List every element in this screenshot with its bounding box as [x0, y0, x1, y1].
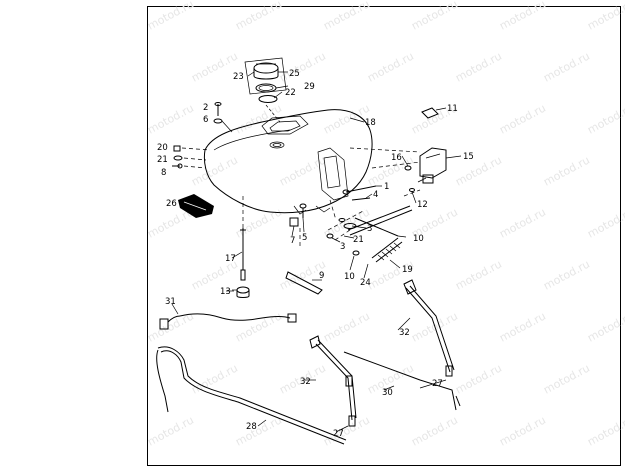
tank-strap [285, 271, 323, 295]
watermark-text: motod.ru [145, 101, 196, 136]
callout-10a: 10 [413, 234, 424, 244]
watermark-text: motod.ru [145, 413, 196, 448]
callout-27b: 27 [432, 379, 443, 389]
watermark-text: motod.ru [321, 413, 372, 448]
fuel-hoses [309, 279, 461, 427]
callout-3b: 3 [340, 242, 345, 252]
callout-21a: 21 [157, 155, 168, 165]
watermark-text: motod.ru [453, 361, 504, 396]
watermark-text: motod.ru [409, 413, 460, 448]
watermark-text: motod.ru [541, 49, 592, 84]
callout-26: 26 [166, 199, 177, 209]
watermark-text: motod.ru [233, 413, 284, 448]
watermark-text: motod.ru [585, 205, 625, 240]
watermark-text: motod.ru [585, 413, 625, 448]
callout-8: 8 [161, 168, 166, 178]
watermark-text: motod.ru [453, 153, 504, 188]
leader-lines [171, 71, 462, 433]
bracket [421, 107, 439, 119]
watermark-text: motod.ru [365, 49, 416, 84]
callout-30: 30 [382, 388, 393, 398]
mounting-bolts-left [172, 102, 233, 169]
watermark-text: motod.ru [409, 0, 460, 33]
callout-32a: 32 [300, 377, 311, 387]
watermark-text: motod.ru [365, 257, 416, 292]
watermark-text: motod.ru [541, 257, 592, 292]
callout-22: 22 [285, 88, 296, 98]
callout-5: 5 [302, 233, 307, 243]
watermark-text: motod.ru [497, 413, 548, 448]
callout-16: 16 [391, 153, 402, 163]
callout-1: 1 [384, 182, 389, 192]
watermark-text: motod.ru [277, 153, 328, 188]
watermark-layer: motod.ru motod.ru motod.ru motod.ru motod.ru… [145, 0, 625, 449]
callout-12: 12 [417, 200, 428, 210]
fuel-valve [349, 147, 447, 192]
callout-6: 6 [203, 115, 208, 125]
callout-7: 7 [290, 236, 295, 246]
callout-labels: 23 25 29 22 2 6 18 11 20 21 8 16 15 1 4 … [157, 69, 474, 439]
callout-2: 2 [203, 103, 208, 113]
callout-17: 17 [225, 254, 236, 264]
callout-23: 23 [233, 72, 244, 82]
watermark-text: motod.ru [189, 361, 240, 396]
watermark-text: motod.ru [585, 101, 625, 136]
watermark-text: motod.ru [497, 309, 548, 344]
watermark-text: motod.ru [233, 309, 284, 344]
callout-4: 4 [373, 190, 378, 200]
callout-20: 20 [157, 143, 168, 153]
watermark-text: motod.ru [497, 205, 548, 240]
callout-3a: 3 [367, 224, 372, 234]
watermark-text: motod.ru [189, 153, 240, 188]
fuel-cap-assembly [244, 57, 287, 123]
watermark-text: motod.ru [453, 257, 504, 292]
rear-bolt [342, 185, 377, 201]
watermark-text: motod.ru [585, 0, 625, 33]
watermark-text: motod.ru [321, 0, 372, 33]
callout-11: 11 [447, 104, 458, 114]
callout-29: 29 [304, 82, 315, 92]
wire-harness [159, 313, 297, 330]
fuel-line-left [156, 346, 347, 445]
callout-19: 19 [402, 265, 413, 275]
watermark-text: motod.ru [145, 0, 196, 33]
watermark-text: motod.ru [497, 101, 548, 136]
callout-15: 15 [463, 152, 474, 162]
callout-32b: 32 [399, 328, 410, 338]
callout-28: 28 [246, 422, 257, 432]
watermark-text: motod.ru [453, 49, 504, 84]
callout-21b: 21 [353, 235, 364, 245]
breather-hose [371, 237, 403, 263]
watermark-text: motod.ru [541, 153, 592, 188]
callout-31: 31 [165, 297, 176, 307]
callout-13: 13 [220, 287, 231, 297]
fuel-level-sender [226, 196, 250, 298]
watermark-text: motod.ru [233, 0, 284, 33]
watermark-text: motod.ru [233, 205, 284, 240]
lower-fasteners [289, 203, 413, 256]
callout-9: 9 [319, 271, 324, 281]
diagram-frame [147, 6, 621, 466]
watermark-text: motod.ru [321, 205, 372, 240]
callout-25: 25 [289, 69, 300, 79]
tank-emblem [178, 194, 214, 218]
callout-10b: 10 [344, 272, 355, 282]
callout-18: 18 [365, 118, 376, 128]
watermark-text: motod.ru [497, 0, 548, 33]
callout-27a: 27 [333, 429, 344, 439]
fuel-tank [203, 109, 373, 215]
watermark-text: motod.ru [541, 361, 592, 396]
watermark-text: motod.ru [585, 309, 625, 344]
callout-24: 24 [360, 278, 371, 288]
watermark-text: motod.ru [321, 309, 372, 344]
